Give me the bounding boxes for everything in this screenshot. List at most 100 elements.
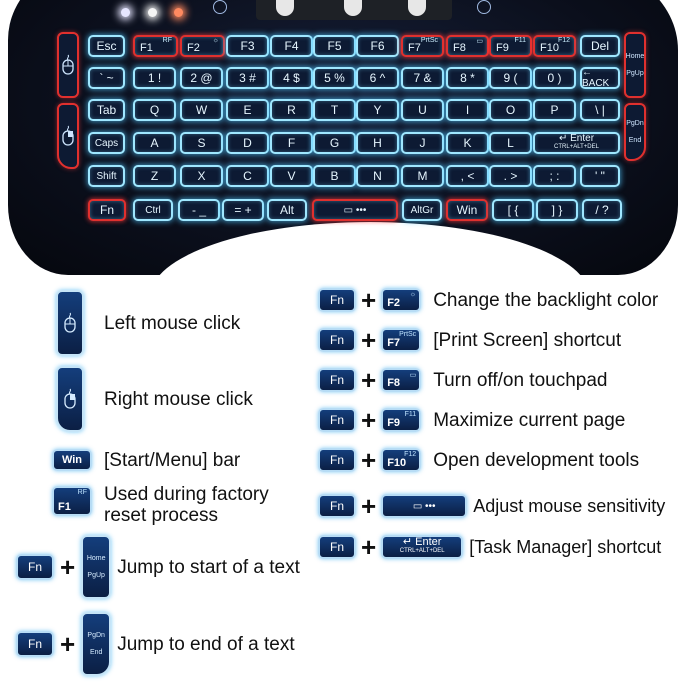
key-a[interactable]: A: [133, 132, 176, 154]
key-4[interactable]: 4 $: [270, 67, 313, 89]
fn-key-icon: Fn: [318, 328, 356, 352]
key-f[interactable]: F: [270, 132, 313, 154]
key-d[interactable]: D: [226, 132, 269, 154]
key-c[interactable]: C: [226, 165, 269, 187]
key-m[interactable]: M: [401, 165, 444, 187]
key-6[interactable]: 6 ^: [356, 67, 399, 89]
key-del[interactable]: Del: [580, 35, 620, 57]
key-y[interactable]: Y: [356, 99, 399, 121]
key-shift[interactable]: Shift: [88, 165, 125, 187]
key-l[interactable]: L: [489, 132, 532, 154]
key-r[interactable]: R: [270, 99, 313, 121]
key-secondary-label: F12: [404, 451, 417, 458]
key-[interactable]: , <: [446, 165, 489, 187]
end-label: End: [89, 649, 103, 656]
key-v[interactable]: V: [270, 165, 313, 187]
key-[interactable]: ; :: [533, 165, 576, 187]
key-esc[interactable]: Esc: [88, 35, 125, 57]
left-mouse-click-key[interactable]: [57, 32, 79, 98]
key-e[interactable]: E: [226, 99, 269, 121]
key-caps[interactable]: Caps: [88, 132, 125, 154]
key-label: O: [505, 103, 516, 117]
key-i[interactable]: I: [446, 99, 489, 121]
key-f6[interactable]: F6: [356, 35, 399, 57]
key-5[interactable]: 5 %: [313, 67, 356, 89]
key-label: ' ": [595, 169, 605, 183]
key-k[interactable]: K: [446, 132, 489, 154]
home-pgup-key[interactable]: Home PgUp: [624, 32, 646, 98]
fn-key-icon: Fn: [16, 554, 54, 580]
fn-label: Fn: [27, 560, 42, 574]
key-1[interactable]: 1 !: [133, 67, 176, 89]
key-2[interactable]: 2 @: [180, 67, 223, 89]
key-f8[interactable]: ▭F8: [446, 35, 489, 57]
key-w[interactable]: W: [180, 99, 223, 121]
key-back[interactable]: ← BACK: [580, 67, 620, 89]
key-label: 1 !: [147, 71, 162, 85]
key-[interactable]: . >: [489, 165, 532, 187]
key-x[interactable]: X: [180, 165, 223, 187]
key-label: . >: [503, 169, 518, 183]
key-fn[interactable]: Fn: [88, 199, 126, 221]
key-f3[interactable]: F3: [226, 35, 269, 57]
key-win[interactable]: Win: [446, 199, 488, 221]
touchpad-sensitivity-key-icon: ▭ •••: [381, 494, 468, 518]
key-[interactable]: [ {: [492, 199, 534, 221]
key-t[interactable]: T: [313, 99, 356, 121]
key-label: = +: [234, 203, 252, 217]
key-g[interactable]: G: [313, 132, 356, 154]
key-[interactable]: ' ": [580, 165, 620, 187]
home-pgup-key-icon: Home PgUp: [81, 535, 112, 599]
key-0[interactable]: 0 ): [533, 67, 576, 89]
fn-label: Fn: [329, 293, 344, 307]
key-[interactable]: ] }: [536, 199, 578, 221]
pgdn-end-key[interactable]: PgDn End: [624, 103, 646, 161]
touchpad[interactable]: [256, 0, 452, 20]
key-b[interactable]: B: [313, 165, 356, 187]
key-8[interactable]: 8 *: [446, 67, 489, 89]
key-9[interactable]: 9 (: [489, 67, 532, 89]
key-3[interactable]: 3 #: [226, 67, 269, 89]
key-f4[interactable]: F4: [270, 35, 313, 57]
key-n[interactable]: N: [356, 165, 399, 187]
key-s[interactable]: S: [180, 132, 223, 154]
key-f5[interactable]: F5: [313, 35, 356, 57]
key-[interactable]: ` ~: [88, 67, 125, 89]
fn-label: Fn: [329, 373, 344, 387]
key-o[interactable]: O: [489, 99, 532, 121]
key-[interactable]: = +: [222, 199, 264, 221]
key-j[interactable]: J: [401, 132, 444, 154]
key-label: F9: [496, 42, 509, 54]
key-h[interactable]: H: [356, 132, 399, 154]
key-[interactable]: - _: [178, 199, 220, 221]
key-[interactable]: ▭ •••: [312, 199, 398, 221]
key-7[interactable]: 7 &: [401, 67, 444, 89]
key-tab[interactable]: Tab: [88, 99, 125, 121]
key-[interactable]: / ?: [582, 199, 622, 221]
key-label: ▭ •••: [343, 204, 367, 216]
key-p[interactable]: P: [533, 99, 576, 121]
key-ctrl[interactable]: Ctrl: [133, 199, 173, 221]
key-label: D: [243, 136, 252, 150]
key-alt[interactable]: Alt: [267, 199, 307, 221]
key-altgr[interactable]: AltGr: [402, 199, 442, 221]
key-q[interactable]: Q: [133, 99, 176, 121]
plus-icon: +: [361, 285, 377, 315]
key-z[interactable]: Z: [133, 165, 176, 187]
right-mouse-click-key[interactable]: [57, 103, 79, 169]
key-[interactable]: \ |: [580, 99, 620, 121]
key-u[interactable]: U: [401, 99, 444, 121]
key-f2[interactable]: ☼F2: [180, 35, 225, 57]
key-label: C: [243, 169, 252, 183]
key-label: F7: [408, 42, 421, 54]
key-label: Shift: [96, 170, 117, 182]
key-label: L: [507, 136, 514, 150]
legend-right-mouse-click: Right mouse click: [56, 366, 253, 432]
